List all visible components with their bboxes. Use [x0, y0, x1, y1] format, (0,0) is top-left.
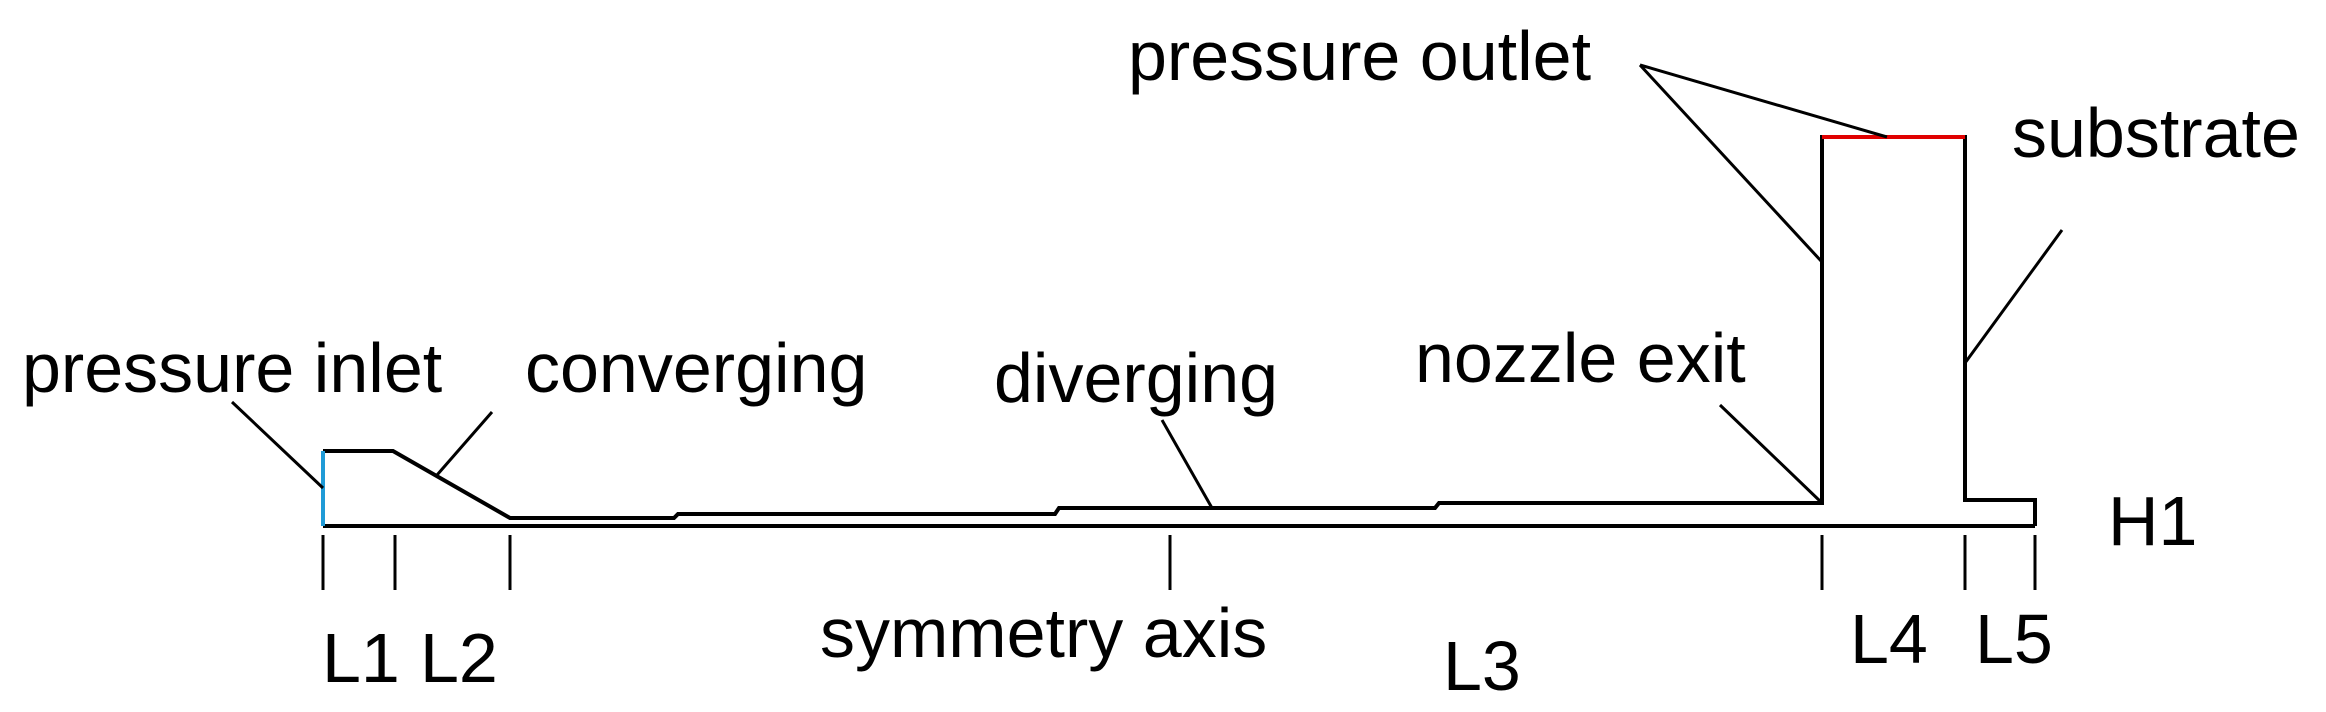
label-l1: L1: [322, 619, 400, 697]
label-l2: L2: [420, 619, 498, 697]
label-substrate: substrate: [2012, 94, 2300, 172]
converging-leader: [435, 411, 494, 476]
diverging-leader: [1160, 419, 1214, 509]
label-l3: L3: [1443, 627, 1521, 705]
label-converging: converging: [525, 329, 867, 407]
nozzle-outline: [323, 135, 2037, 526]
pressure-outlet-leader-right: [1639, 63, 1888, 139]
pressure-inlet-leader: [230, 400, 325, 490]
label-pressure-inlet: pressure inlet: [22, 329, 442, 407]
substrate-leader: [1963, 229, 2064, 364]
label-symmetry-axis: symmetry axis: [820, 594, 1267, 672]
pressure-outlet-leader-left: [1638, 63, 1824, 264]
label-diverging: diverging: [994, 339, 1278, 417]
label-nozzle-exit: nozzle exit: [1415, 319, 1746, 397]
label-h1: H1: [2108, 482, 2197, 560]
label-pressure-outlet: pressure outlet: [1128, 17, 1591, 95]
nozzle-exit-leader: [1718, 403, 1824, 505]
label-l4: L4: [1850, 600, 1928, 678]
label-l5: L5: [1975, 600, 2053, 678]
